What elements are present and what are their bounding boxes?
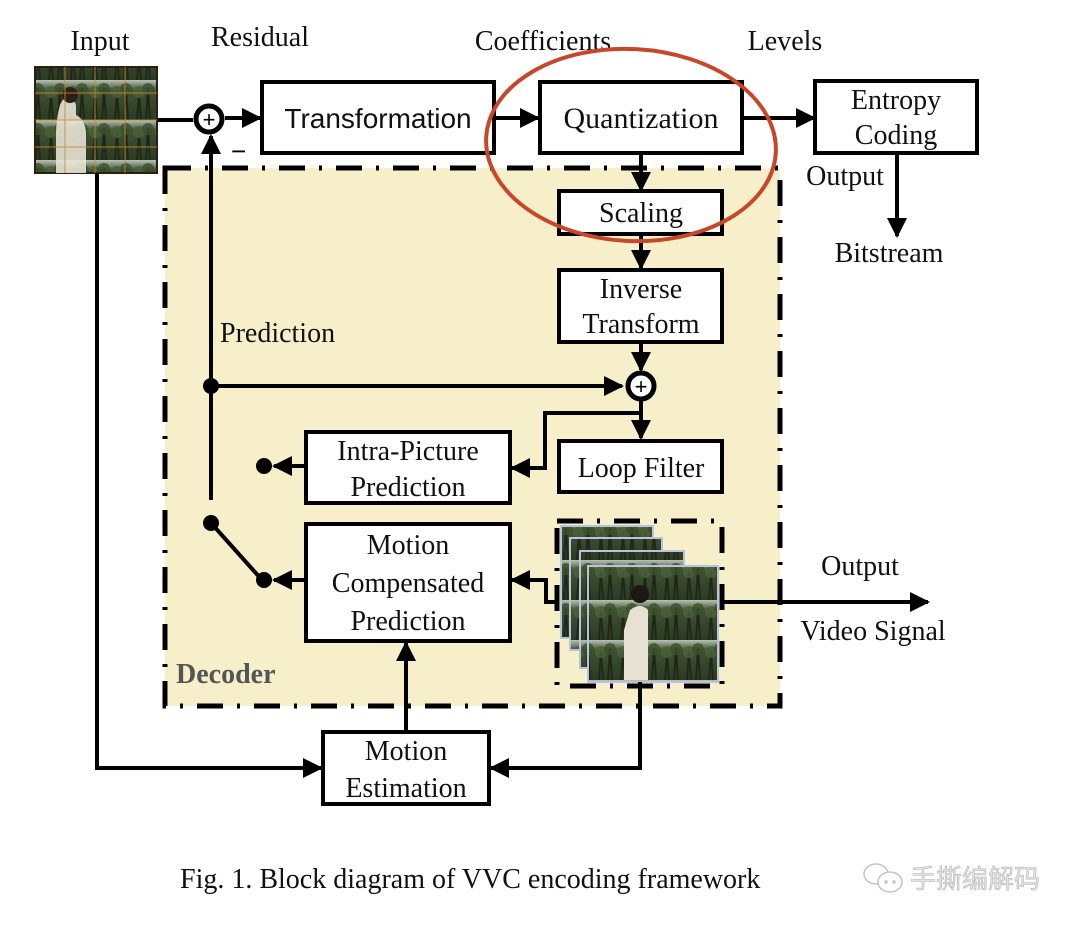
svg-text:+: +: [203, 107, 216, 132]
entropy-coding-block: Entropy Coding: [813, 79, 979, 155]
svg-text:Scaling: Scaling: [599, 198, 683, 229]
minus-sign: −: [231, 136, 246, 166]
svg-text:Motion: Motion: [365, 736, 447, 767]
reconstruction-sum-node: +: [625, 370, 657, 402]
wire-buffer-to-mcp: [510, 570, 557, 604]
watermark-text: 手撕编解码: [910, 864, 1040, 894]
video-signal-label: Video Signal: [800, 616, 946, 647]
inverse-transform-block: Inverse Transform: [557, 268, 724, 344]
svg-text:Loop Filter: Loop Filter: [578, 453, 705, 484]
bitstream-output-label: Output: [806, 161, 884, 192]
input-frame-image: [34, 66, 158, 174]
decoded-picture-buffer: [554, 518, 725, 689]
svg-text:Transform: Transform: [582, 309, 699, 340]
switch-contact-intra: [256, 458, 272, 474]
figure-caption: Fig. 1. Block diagram of VVC encoding fr…: [180, 864, 760, 895]
bitstream-label: Bitstream: [835, 238, 944, 269]
highlight-ellipse: [484, 46, 778, 244]
wire-input-to-me: [95, 173, 323, 778]
switch-contact-inter: [256, 572, 272, 588]
switch-arm: [209, 521, 264, 582]
wechat-icon: [863, 863, 903, 893]
svg-text:Entropy: Entropy: [851, 85, 941, 116]
loop-filter-block: Loop Filter: [557, 439, 724, 494]
svg-text:Intra-Picture: Intra-Picture: [337, 436, 479, 467]
svg-text:Prediction: Prediction: [350, 472, 465, 503]
motion-compensated-prediction-block: Motion Compensated Prediction: [304, 522, 512, 643]
svg-text:Motion: Motion: [367, 530, 449, 561]
scaling-block: Scaling: [557, 189, 724, 236]
wire-recon-to-intra: [510, 411, 641, 478]
motion-estimation-block: Motion Estimation: [321, 730, 491, 806]
prediction-label: Prediction: [220, 318, 335, 349]
video-output-label: Output: [821, 551, 899, 582]
svg-text:Prediction: Prediction: [350, 606, 465, 637]
watermark: 手撕编解码: [863, 863, 1040, 894]
svg-text:Inverse: Inverse: [600, 274, 682, 305]
quantization-block: Quantization: [538, 80, 744, 155]
wire-buffer-to-me: [489, 682, 642, 778]
transformation-block: Transformation: [260, 80, 496, 155]
intra-picture-prediction-block: Intra-Picture Prediction: [304, 430, 512, 505]
residual-sum-node: +: [193, 103, 225, 135]
transformation-text: Transformation: [284, 103, 471, 134]
levels-label: Levels: [748, 26, 823, 57]
svg-text:Estimation: Estimation: [345, 773, 466, 804]
residual-label: Residual: [211, 22, 309, 53]
svg-text:Coding: Coding: [855, 120, 937, 151]
decoder-label: Decoder: [176, 659, 276, 690]
quantization-text: Quantization: [564, 102, 719, 135]
svg-text:+: +: [635, 374, 648, 399]
decoder-border: [162, 165, 783, 709]
svg-text:Compensated: Compensated: [332, 568, 484, 599]
input-label: Input: [70, 26, 129, 57]
